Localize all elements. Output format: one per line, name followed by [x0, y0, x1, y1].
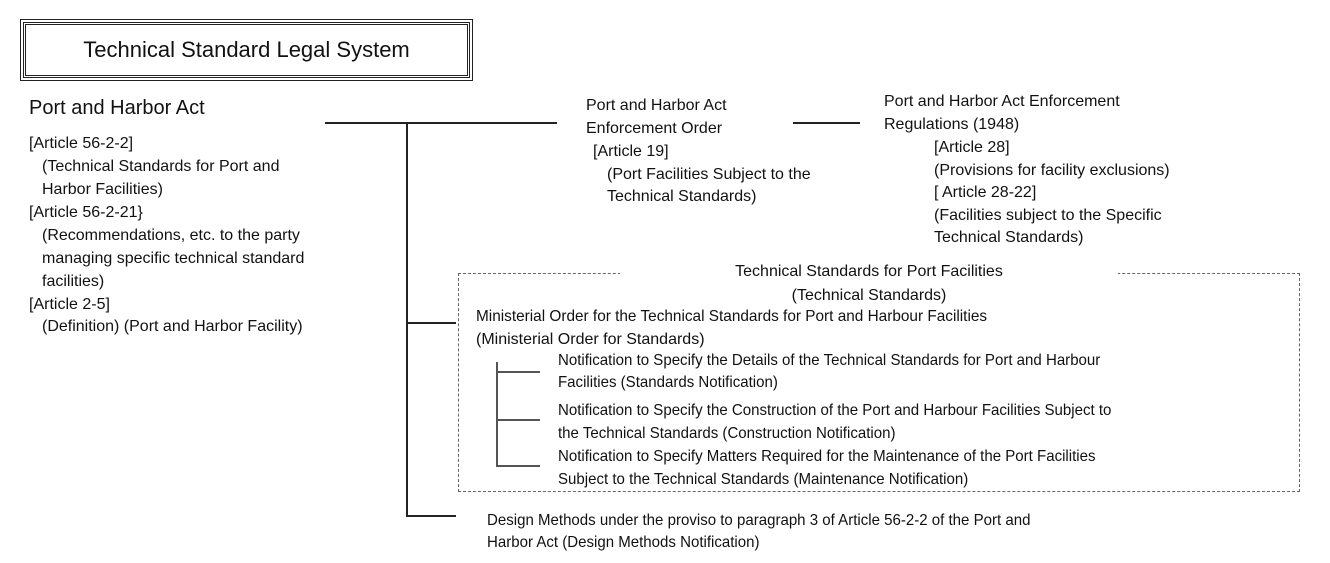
act-line: (Definition) (Port and Harbor Facility)	[42, 318, 303, 335]
act-line: Harbor Facilities)	[42, 181, 163, 198]
construction-notification: the Technical Standards (Construction No…	[558, 425, 896, 442]
order-line: Technical Standards)	[607, 188, 757, 205]
regulation-line: Technical Standards)	[934, 229, 1084, 246]
design-methods: Design Methods under the proviso to para…	[487, 512, 1031, 529]
connector-line	[406, 122, 408, 517]
bracket-line	[496, 419, 540, 421]
diagram-title: Technical Standard Legal System	[20, 19, 473, 81]
ministerial-order: (Ministerial Order for Standards)	[476, 331, 705, 348]
connector-line	[406, 515, 456, 517]
standards-notification: Facilities (Standards Notification)	[558, 374, 778, 391]
order-line: Port and Harbor Act	[586, 97, 727, 114]
act-name: Port and Harbor Act	[29, 97, 205, 119]
order-line: [Article 19]	[593, 143, 669, 160]
regulation-line: Port and Harbor Act Enforcement	[884, 93, 1120, 110]
regulation-line: Regulations (1948)	[884, 116, 1020, 133]
act-line: [Article 2-5]	[29, 296, 110, 313]
bracket-line	[496, 465, 540, 467]
regulation-line: [Article 28]	[934, 139, 1010, 156]
regulation-line: [ Article 28-22]	[934, 184, 1037, 201]
bracket-line	[496, 362, 498, 467]
order-line: Enforcement Order	[586, 120, 723, 137]
connector-line	[325, 122, 557, 124]
construction-notification: Notification to Specify the Construction…	[558, 402, 1112, 419]
box-title-gap	[620, 270, 1118, 278]
act-line: [Article 56-2-2]	[29, 135, 134, 152]
maintenance-notification: Notification to Specify Matters Required…	[558, 448, 1096, 465]
act-line: (Recommendations, etc. to the party	[42, 227, 300, 244]
standards-notification: Notification to Specify the Details of t…	[558, 352, 1101, 369]
design-methods: Harbor Act (Design Methods Notification)	[487, 534, 760, 551]
act-line: facilities)	[42, 273, 105, 290]
technical-standards-title: Technical Standards for Port Facilities	[735, 263, 1003, 280]
ministerial-order: Ministerial Order for the Technical Stan…	[476, 308, 988, 325]
act-line: [Article 56-2-21}	[29, 204, 143, 221]
act-line: (Technical Standards for Port and	[42, 158, 280, 175]
regulation-line: (Provisions for facility exclusions)	[934, 162, 1170, 179]
maintenance-notification: Subject to the Technical Standards (Main…	[558, 471, 969, 488]
regulation-line: (Facilities subject to the Specific	[934, 207, 1162, 224]
bracket-line	[496, 371, 540, 373]
act-line: managing specific technical standard	[42, 250, 305, 267]
order-line: (Port Facilities Subject to the	[607, 166, 811, 183]
connector-line	[793, 122, 860, 124]
technical-standards-subtitle: (Technical Standards)	[791, 287, 947, 304]
connector-line	[406, 322, 456, 324]
